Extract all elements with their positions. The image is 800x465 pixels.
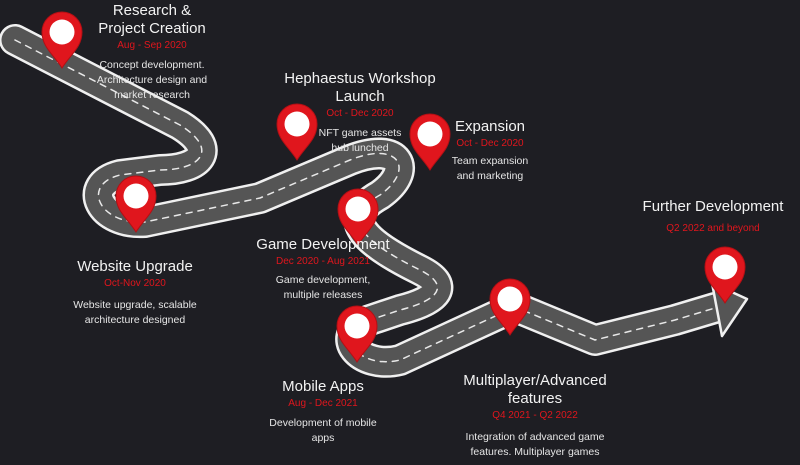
milestone-title: Further Development xyxy=(642,198,784,215)
milestone-mobile-apps: Mobile Apps Aug - Dec 2021 Development o… xyxy=(248,378,398,446)
milestone-game-development: Game Development Dec 2020 - Aug 2021 Gam… xyxy=(240,236,406,303)
milestone-description: Website upgrade, scalable architecture d… xyxy=(73,299,197,326)
road-center-dashes xyxy=(14,39,716,363)
milestone-description: Game development, multiple releases xyxy=(275,274,371,301)
milestone-description: NFT game assets hub lunched xyxy=(318,127,402,154)
milestone-description: Concept development. Architecture design… xyxy=(96,59,208,101)
milestone-title: Hephaestus Workshop Launch xyxy=(284,70,436,105)
milestone-description: Team expansion and marketing xyxy=(451,155,529,182)
milestone-workshop: Hephaestus Workshop Launch Oct - Dec 202… xyxy=(270,70,450,156)
milestone-date: Dec 2020 - Aug 2021 xyxy=(276,256,370,267)
milestone-title: Expansion xyxy=(454,118,526,135)
milestone-website: Website Upgrade Oct-Nov 2020 Website upg… xyxy=(55,258,215,328)
milestone-research: Research & Project Creation Aug - Sep 20… xyxy=(72,2,232,103)
milestone-expansion: Expansion Oct - Dec 2020 Team expansion … xyxy=(430,118,550,184)
milestone-title: Website Upgrade xyxy=(77,258,193,275)
milestone-date: Oct - Dec 2020 xyxy=(326,108,394,119)
milestone-description: Integration of advanced game features. M… xyxy=(465,431,605,458)
milestone-title: Mobile Apps xyxy=(282,378,364,395)
milestone-date: Aug - Dec 2021 xyxy=(288,398,358,409)
milestone-date: Oct-Nov 2020 xyxy=(104,278,166,289)
milestone-multiplayer: Multiplayer/Advanced features Q4 2021 - … xyxy=(445,372,625,460)
milestone-date: Aug - Sep 2020 xyxy=(117,40,187,51)
milestone-date: Q4 2021 - Q2 2022 xyxy=(492,410,578,421)
milestone-description: Development of mobile apps xyxy=(269,417,377,444)
milestone-date: Q2 2022 and beyond xyxy=(666,223,760,234)
milestone-further-development: Further Development Q2 2022 and beyond xyxy=(638,198,788,235)
milestone-title: Game Development xyxy=(256,236,390,253)
milestone-title: Research & Project Creation xyxy=(98,2,206,37)
milestone-title: Multiplayer/Advanced features xyxy=(463,372,607,407)
milestone-date: Oct - Dec 2020 xyxy=(456,138,524,149)
